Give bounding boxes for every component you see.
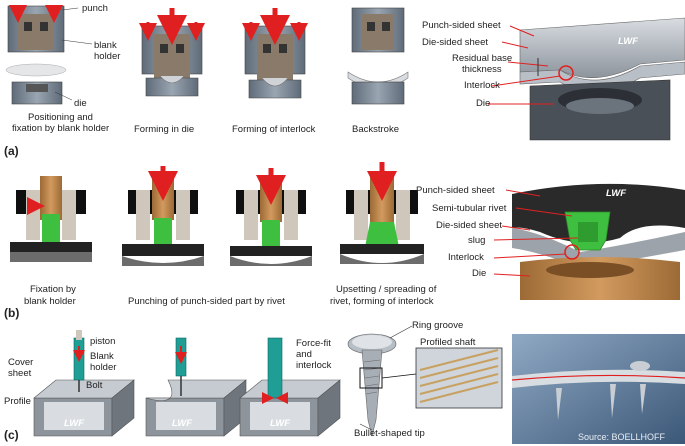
b-step2-tool bbox=[122, 166, 204, 266]
a-detail-residual-2: thickness bbox=[462, 64, 502, 75]
a-step1-tool bbox=[5, 5, 93, 105]
a-detail-logo: LWF bbox=[618, 36, 639, 47]
a-step2-caption: Forming in die bbox=[134, 124, 195, 135]
c-label-profile: Profile bbox=[4, 396, 31, 407]
c-logo-3: LWF bbox=[270, 418, 291, 429]
c-label-profiled-shaft: Profiled shaft bbox=[420, 337, 476, 348]
a-step1-line2: fixation by blank holder bbox=[12, 123, 110, 134]
b-detail-slug: slug bbox=[468, 235, 486, 246]
c-bolt-detail bbox=[347, 325, 503, 437]
c-label-tip: Bullet-shaped tip bbox=[354, 428, 425, 439]
c-step3-box bbox=[239, 337, 341, 437]
a-step3-caption: Forming of interlock bbox=[232, 124, 316, 135]
c-step1-box bbox=[33, 330, 135, 437]
b-detail-logo: LWF bbox=[606, 188, 627, 199]
c-label-forcefit-3: interlock bbox=[296, 360, 332, 371]
a-detail-punch-sheet: Punch-sided sheet bbox=[422, 20, 501, 31]
a-detail-joint bbox=[488, 17, 685, 141]
b-step2-caption: Punching of punch-sided part by rivet bbox=[128, 296, 285, 307]
c-logo-1: LWF bbox=[64, 418, 85, 429]
c-label-sheet: sheet bbox=[8, 368, 32, 379]
b-detail-die: Die bbox=[472, 268, 487, 279]
a-step1-line1: Positioning and bbox=[28, 112, 93, 123]
c-label-forcefit-1: Force-fit bbox=[296, 338, 331, 349]
a-detail-residual-1: Residual base bbox=[452, 53, 513, 64]
panel-b-label: (b) bbox=[4, 306, 20, 320]
c-logo-2: LWF bbox=[172, 418, 193, 429]
a-label-die: die bbox=[74, 98, 87, 109]
b-detail-punch-sheet: Punch-sided sheet bbox=[416, 185, 495, 196]
c-label-ring-groove: Ring groove bbox=[412, 320, 464, 331]
c-step2-box bbox=[145, 337, 247, 437]
a-step2-tool bbox=[139, 8, 205, 97]
c-label-piston: piston bbox=[90, 336, 116, 347]
panel-a-label: (a) bbox=[4, 144, 19, 158]
b-detail-joint bbox=[493, 183, 685, 300]
b-step1-tool bbox=[10, 176, 92, 262]
c-label-bolt: Bolt bbox=[86, 380, 103, 391]
b-step3-line1: Upsetting / spreading of bbox=[336, 284, 437, 295]
a-detail-interlock: Interlock bbox=[464, 80, 500, 91]
a-detail-die: Die bbox=[476, 98, 491, 109]
b-detail-interlock: Interlock bbox=[448, 252, 484, 263]
c-photo-source: Source: BOELLHOFF bbox=[578, 432, 666, 442]
c-photo bbox=[511, 334, 685, 444]
a-step4-caption: Backstroke bbox=[352, 124, 399, 135]
a-step3-tool bbox=[242, 8, 308, 99]
b-step3-tool bbox=[230, 168, 312, 266]
a-detail-die-sheet: Die-sided sheet bbox=[422, 37, 489, 48]
c-label-holder: holder bbox=[90, 362, 117, 373]
a-step4-tool bbox=[347, 7, 409, 105]
b-step3-line2: rivet, forming of interlock bbox=[330, 296, 434, 307]
a-label-punch: punch bbox=[82, 3, 108, 14]
b-step4-tool bbox=[340, 162, 424, 264]
b-detail-rivet: Semi-tubular rivet bbox=[432, 203, 507, 214]
a-label-blank: blank bbox=[94, 40, 117, 51]
a-label-holder: holder bbox=[94, 51, 121, 62]
panel-c-label: (c) bbox=[4, 428, 19, 442]
c-label-forcefit-2: and bbox=[296, 349, 312, 360]
b-detail-die-sheet: Die-sided sheet bbox=[436, 220, 503, 231]
c-label-blank: Blank bbox=[90, 351, 114, 362]
c-label-cover: Cover bbox=[8, 357, 34, 368]
b-step1-line2: blank holder bbox=[24, 296, 76, 307]
b-step1-line1: Fixation by bbox=[30, 284, 76, 295]
